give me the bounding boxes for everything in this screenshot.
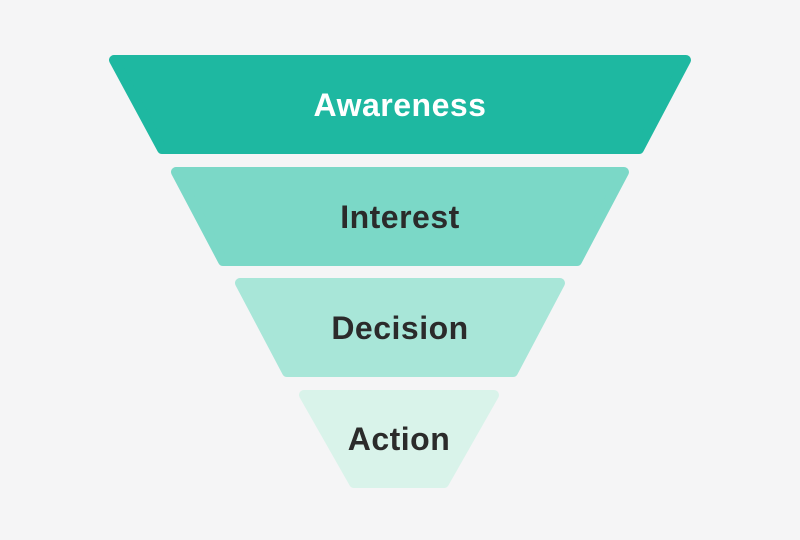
stage-interest: Interest <box>171 167 629 266</box>
stage-action-shape <box>299 390 499 488</box>
stage-interest-shape <box>171 167 629 266</box>
stage-awareness-label: Awareness <box>314 87 487 123</box>
stage-awareness-shape <box>109 55 691 154</box>
stage-interest-label: Interest <box>340 199 460 235</box>
stage-action-label: Action <box>348 421 451 457</box>
stage-decision-shape <box>235 278 565 377</box>
stage-decision-label: Decision <box>331 310 468 346</box>
stage-decision: Decision <box>235 278 565 377</box>
stage-action: Action <box>299 390 499 488</box>
stage-awareness: Awareness <box>109 55 691 154</box>
